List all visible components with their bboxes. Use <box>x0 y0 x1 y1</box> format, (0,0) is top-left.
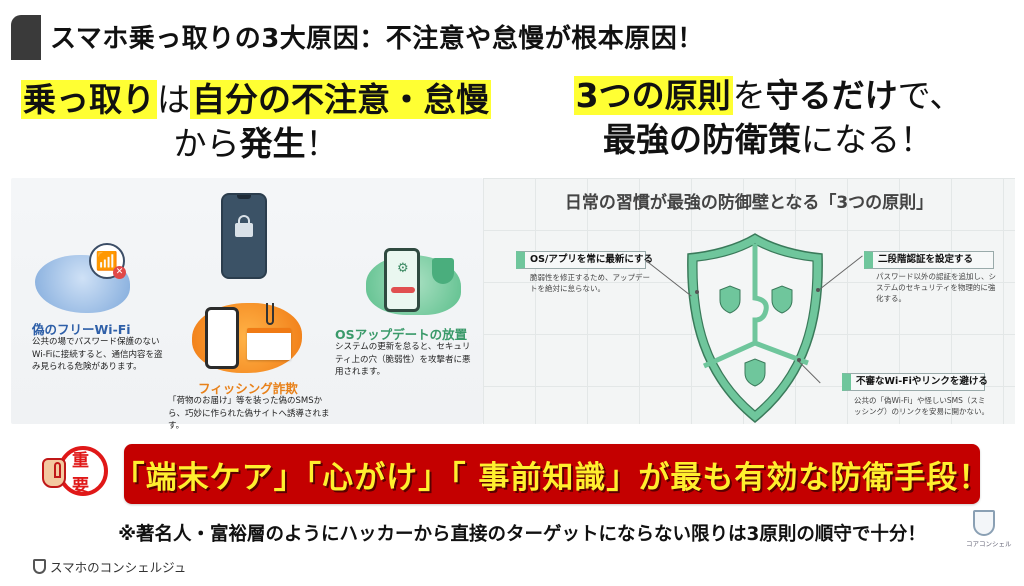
lead-right-line1: 3つの原則を守るだけで、 <box>512 74 1024 118</box>
brand-shield-icon <box>33 559 46 574</box>
page-title: スマホ乗っ取りの3大原因：不注意や怠慢が根本原因！ <box>50 24 704 54</box>
footnote: ※著名人・富裕層のようにハッカーから直接のターゲットにならない限りは3原則の順守… <box>118 524 926 545</box>
cause-title-wifi: 偽のフリーWi-Fi <box>32 322 131 337</box>
corner-logo-text: コアコンシェル <box>966 540 1012 548</box>
brand-name: スマホのコンシェルジュ <box>50 560 187 575</box>
os-update-phone-icon: ⚙ <box>384 248 420 312</box>
highlight-three-principles: 3つの原則 <box>573 76 733 115</box>
principle-body-update: 脆弱性を修正するため、アップデートを絶対に怠らない。 <box>530 273 650 293</box>
lead-right-de: で、 <box>897 76 963 115</box>
principle-label-2fa: 二段階認証を設定する <box>864 251 994 269</box>
footer-brand: スマホのコンシェルジュ <box>33 557 186 576</box>
broken-shield-icon <box>432 258 454 284</box>
connector-dot <box>695 290 699 294</box>
important-badge-label: 重要 <box>58 446 108 496</box>
locked-phone-icon <box>221 193 267 279</box>
fishing-hook-icon <box>266 303 274 325</box>
cause-body-phishing: 「荷物のお届け」等を装った偽のSMSから、巧妙に作られた偽サイトへ誘導されます。 <box>168 396 330 431</box>
lead-left-occur: 発生 <box>239 124 306 163</box>
key-message-banner: 「端末ケア」「心がけ」「 事前知識」が最も有効な防衛手段！ <box>114 444 989 504</box>
principle-label-update: OS/アプリを常に最新にする <box>516 251 653 269</box>
title-accent-bar <box>11 15 41 60</box>
lead-right-becomes: になる！ <box>801 120 933 159</box>
lead-left-from: から <box>173 124 240 163</box>
lead-left-exclaim: ！ <box>305 124 339 163</box>
lead-right-particle: を <box>732 76 766 115</box>
cause-title-phishing: フィッシング詐欺 <box>198 381 298 396</box>
lead-left-line2: から発生！ <box>0 122 512 166</box>
corner-logo: コアコンシェル <box>966 510 1012 548</box>
principle-body-wifi-link: 公共の「偽Wi-Fi」や怪しいSMS（スミッシング）のリンクを安易に開かない。 <box>854 396 989 416</box>
fake-site-window-icon <box>247 328 291 360</box>
lead-right-just-keep: 守るだけ <box>765 76 898 115</box>
connector-dot <box>797 358 801 362</box>
gear-icon: ⚙ <box>397 261 409 276</box>
lead-right: 3つの原則を守るだけで、 最強の防衛策になる！ <box>512 74 1024 162</box>
puzzle-shield-icon <box>687 233 823 423</box>
cause-title-os: OSアップデートの放置 <box>335 327 468 342</box>
lead-left: 乗っ取りは自分の不注意・怠慢 から発生！ <box>0 78 512 166</box>
corner-shield-icon <box>973 510 995 536</box>
warning-x-icon: ✕ <box>113 266 126 279</box>
important-badge: 重要 <box>38 444 122 500</box>
cause-body-os: システムの更新を怠ると、セキュリティ上の穴（脆弱性）を攻撃者に悪用されます。 <box>335 342 471 377</box>
connector-dot <box>816 288 820 292</box>
principle-label-wifi-link: 不審なWi-Fiやリンクを避ける <box>842 373 988 391</box>
lead-left-particle: は <box>157 80 190 119</box>
cause-body-wifi: 公共の場でパスワード保護のないWi-Fiに接続すると、通信内容を盗み見られる危険… <box>32 337 163 372</box>
principle-body-2fa: パスワード以外の認証を追加し、システムのセキュリティを物理的に強化する。 <box>876 272 996 303</box>
banner-text: 「端末ケア」「心がけ」「 事前知識」が最も有効な防衛手段！ <box>113 459 991 496</box>
lead-right-line2: 最強の防衛策になる！ <box>512 118 1024 162</box>
lead-right-strongest: 最強の防衛策 <box>603 120 801 159</box>
highlight-carelessness: 自分の不注意・怠慢 <box>190 80 491 119</box>
principles-title: 日常の習慣が最強の防御壁となる「3つの原則」 <box>564 193 934 213</box>
highlight-takeover: 乗っ取り <box>21 80 157 119</box>
phishing-phone-icon <box>205 307 239 369</box>
lead-left-line1: 乗っ取りは自分の不注意・怠慢 <box>0 78 512 122</box>
pointing-hand-icon <box>42 458 66 488</box>
